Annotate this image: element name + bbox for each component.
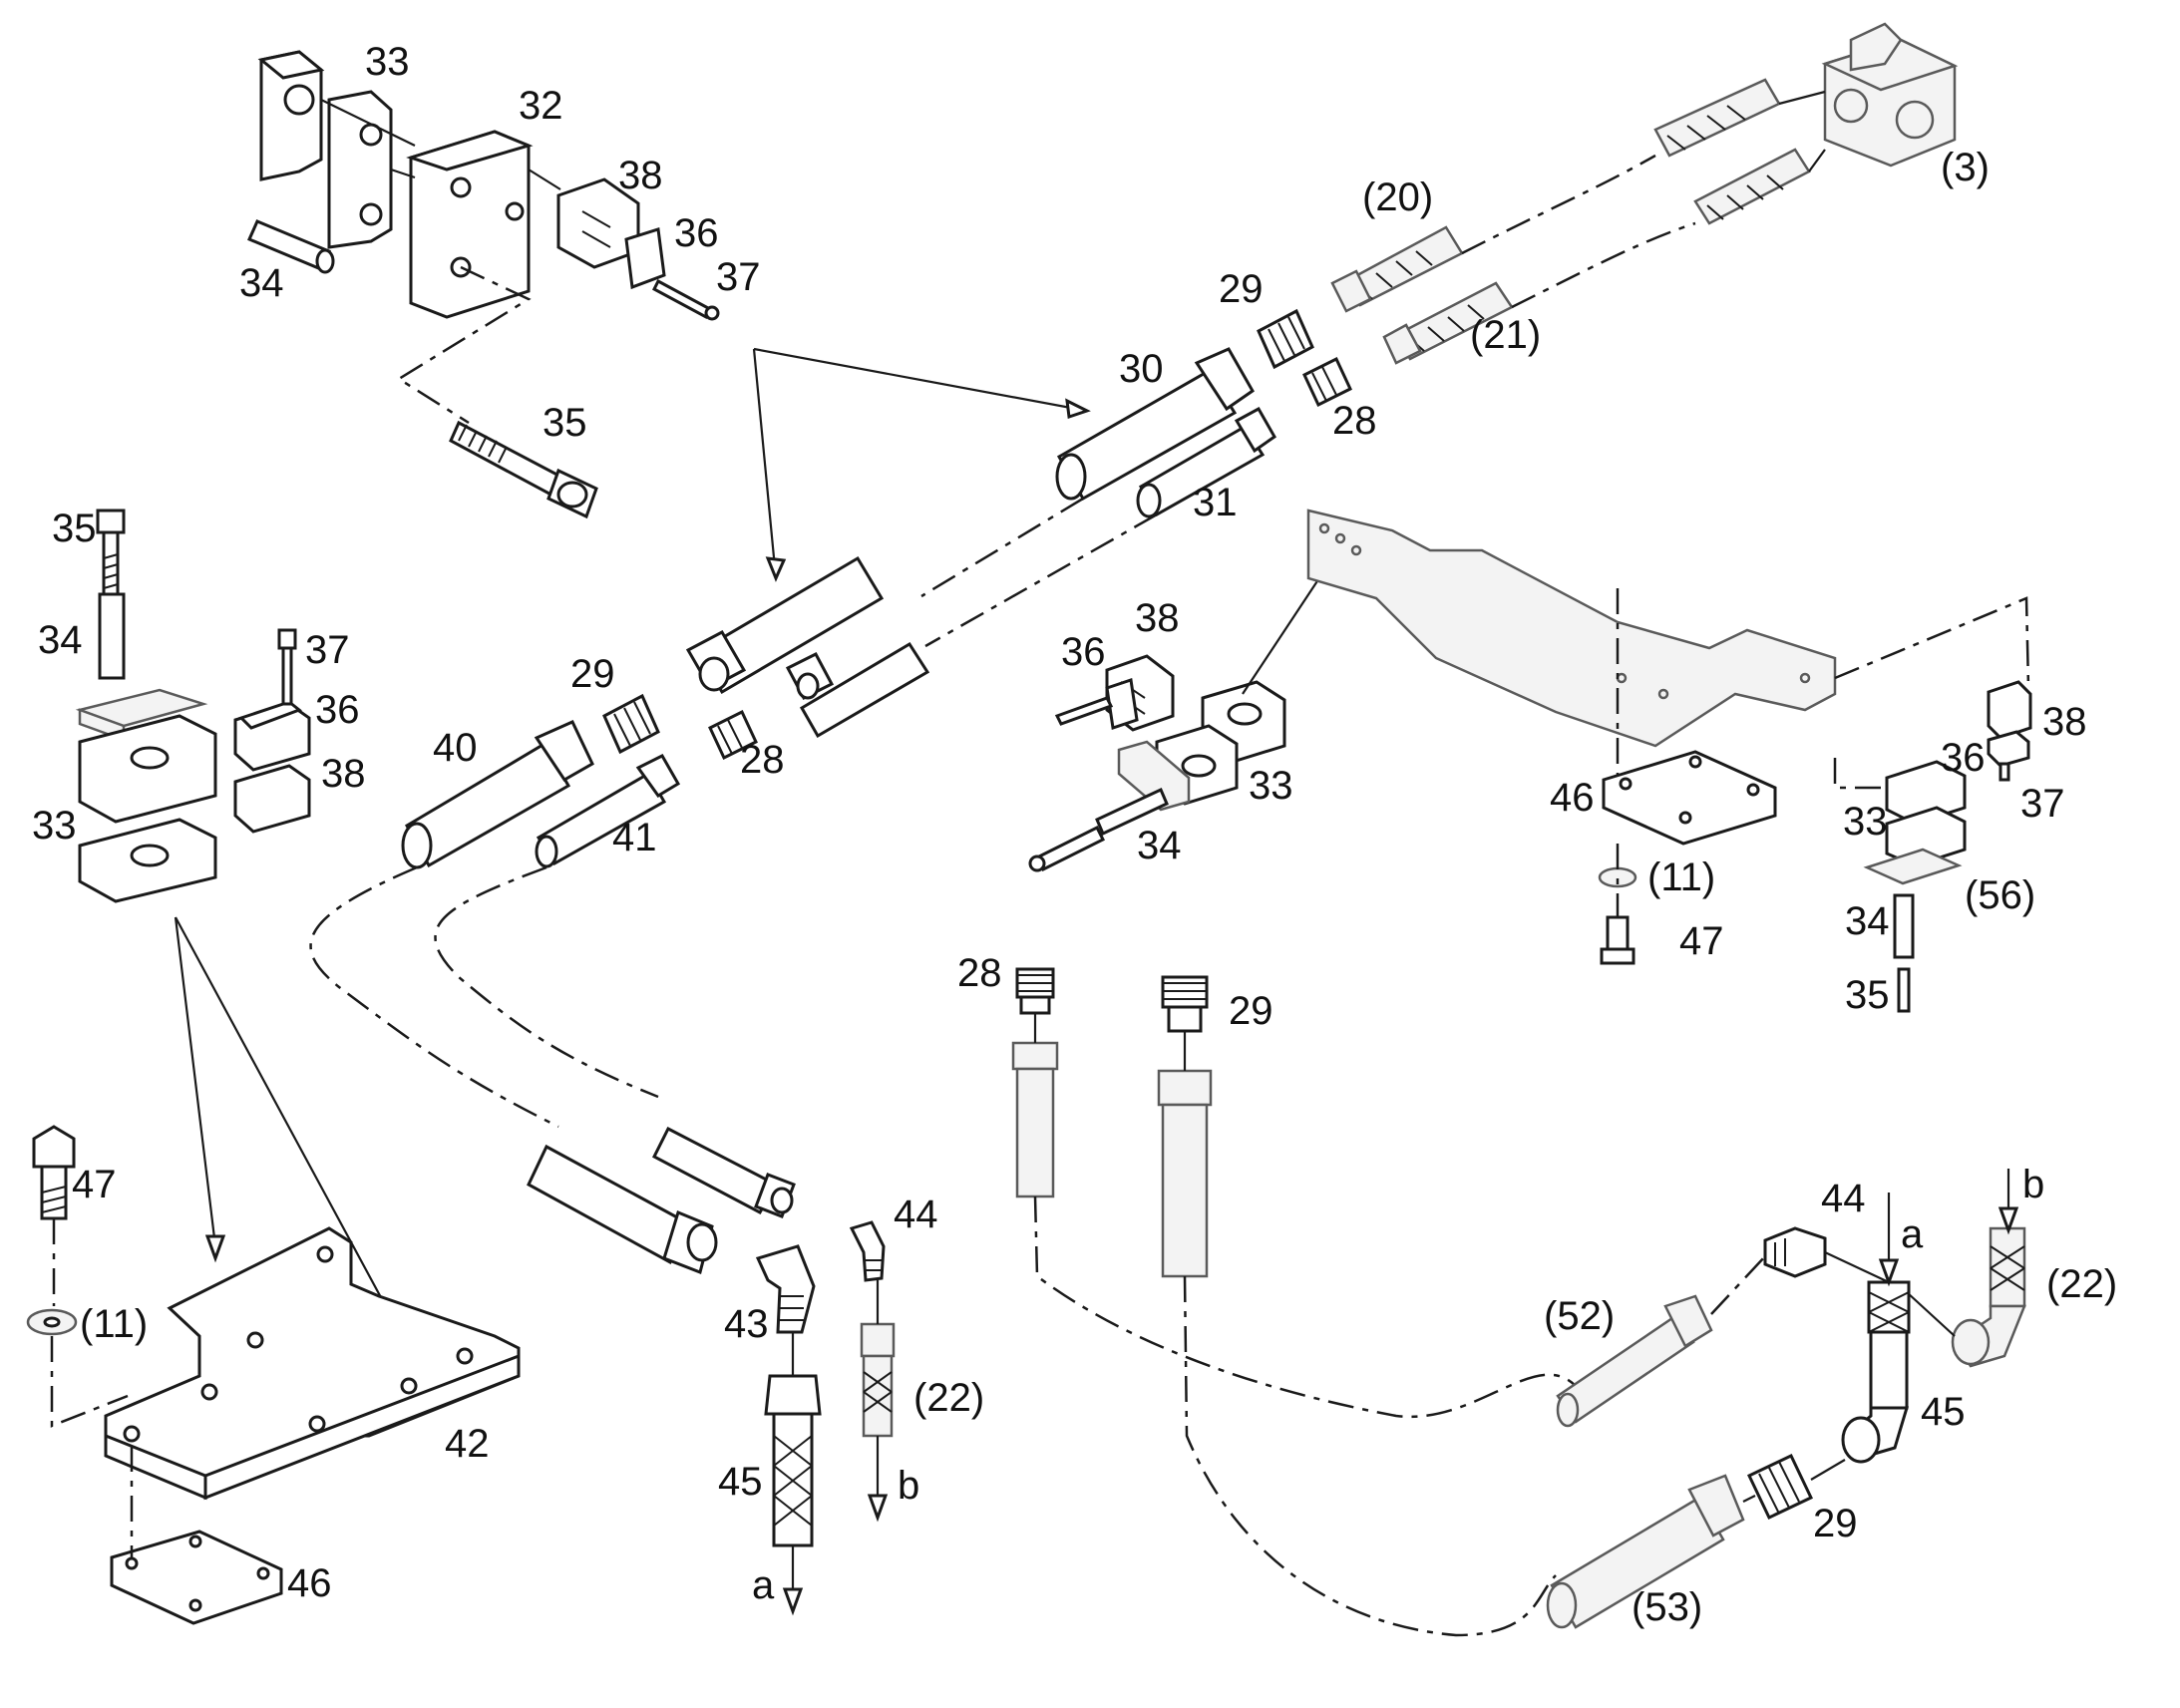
callout-38-right: 38 <box>2042 700 2087 744</box>
callout-29-right: 29 <box>1813 1502 1858 1545</box>
callout-44-right: 44 <box>1821 1177 1866 1220</box>
callout-36-left: 36 <box>315 688 360 732</box>
callout-45-right: 45 <box>1921 1390 1966 1434</box>
callout-35-top: 35 <box>543 401 587 445</box>
callout-29-top: 29 <box>1219 267 1264 311</box>
callout-38-top: 38 <box>618 154 663 197</box>
callout-33-right: 33 <box>1843 800 1888 844</box>
callout-47-right: 47 <box>1679 919 1724 963</box>
callout-36-top: 36 <box>674 211 719 255</box>
callout-34-center: 34 <box>1137 824 1182 867</box>
callout-40: 40 <box>433 726 478 770</box>
callout-a-mid: a <box>752 1563 775 1607</box>
callout-28-mid: 28 <box>740 738 785 782</box>
callout-44-mid: 44 <box>894 1193 938 1236</box>
callout-32: 32 <box>519 84 563 128</box>
right-bracket-assembly <box>1306 509 2032 1013</box>
callout-22-mid: (22) <box>913 1376 985 1420</box>
callout-36-right: 36 <box>1941 736 1986 780</box>
center-clamp-assembly <box>1028 542 1344 872</box>
callout-52: (52) <box>1544 1294 1616 1338</box>
callout-28-top: 28 <box>1332 399 1377 443</box>
callout-35-right: 35 <box>1845 973 1890 1017</box>
callout-56: (56) <box>1965 873 2036 917</box>
callout-34-left: 34 <box>38 618 83 662</box>
callout-20: (20) <box>1362 175 1434 219</box>
mounting-plate-42 <box>26 1125 521 1625</box>
callout-31: 31 <box>1193 481 1238 524</box>
callout-41: 41 <box>612 816 657 859</box>
callout-38-left: 38 <box>321 752 366 796</box>
callout-34-right: 34 <box>1845 899 1890 943</box>
top-clamp-assembly <box>247 50 720 519</box>
callout-28-lower: 28 <box>957 951 1002 995</box>
callout-29-lower: 29 <box>1229 989 1273 1033</box>
callout-34-top: 34 <box>239 261 284 305</box>
callout-22-right: (22) <box>2046 1262 2118 1306</box>
callout-42: 42 <box>445 1422 490 1466</box>
callout-43: 43 <box>724 1302 769 1346</box>
callout-37-right: 37 <box>2020 782 2065 826</box>
callout-b-right: b <box>2022 1163 2045 1206</box>
tube-fitting-assembly <box>309 308 1352 1616</box>
callout-30: 30 <box>1119 347 1164 391</box>
callout-53: (53) <box>1632 1585 1703 1629</box>
callout-b-mid: b <box>898 1464 920 1508</box>
callout-45-mid: 45 <box>718 1460 763 1504</box>
callout-37-left: 37 <box>305 628 350 672</box>
callout-3: (3) <box>1941 146 1990 189</box>
valve-hose-assembly <box>1330 22 1959 365</box>
callout-36-center: 36 <box>1061 630 1106 674</box>
callout-33-left: 33 <box>32 804 77 848</box>
callout-37-top: 37 <box>716 255 761 299</box>
callout-38-center: 38 <box>1135 596 1180 640</box>
callout-46-left: 46 <box>287 1561 332 1605</box>
callout-21: (21) <box>1470 313 1542 357</box>
callout-35-left: 35 <box>52 507 97 550</box>
lower-right-hose-assembly <box>1546 1169 2026 1629</box>
callout-29-mid: 29 <box>570 652 615 696</box>
callout-46-right: 46 <box>1550 776 1595 820</box>
callout-47-left: 47 <box>72 1163 117 1206</box>
callout-11-right: (11) <box>1647 855 1716 899</box>
lower-fitting-assembly <box>1011 967 1577 1637</box>
callout-33-top: 33 <box>365 40 410 84</box>
callout-33-center: 33 <box>1249 764 1293 808</box>
left-clamp-stack <box>75 509 409 1355</box>
callout-a-right: a <box>1901 1212 1924 1256</box>
callout-11-left: (11) <box>80 1302 149 1346</box>
